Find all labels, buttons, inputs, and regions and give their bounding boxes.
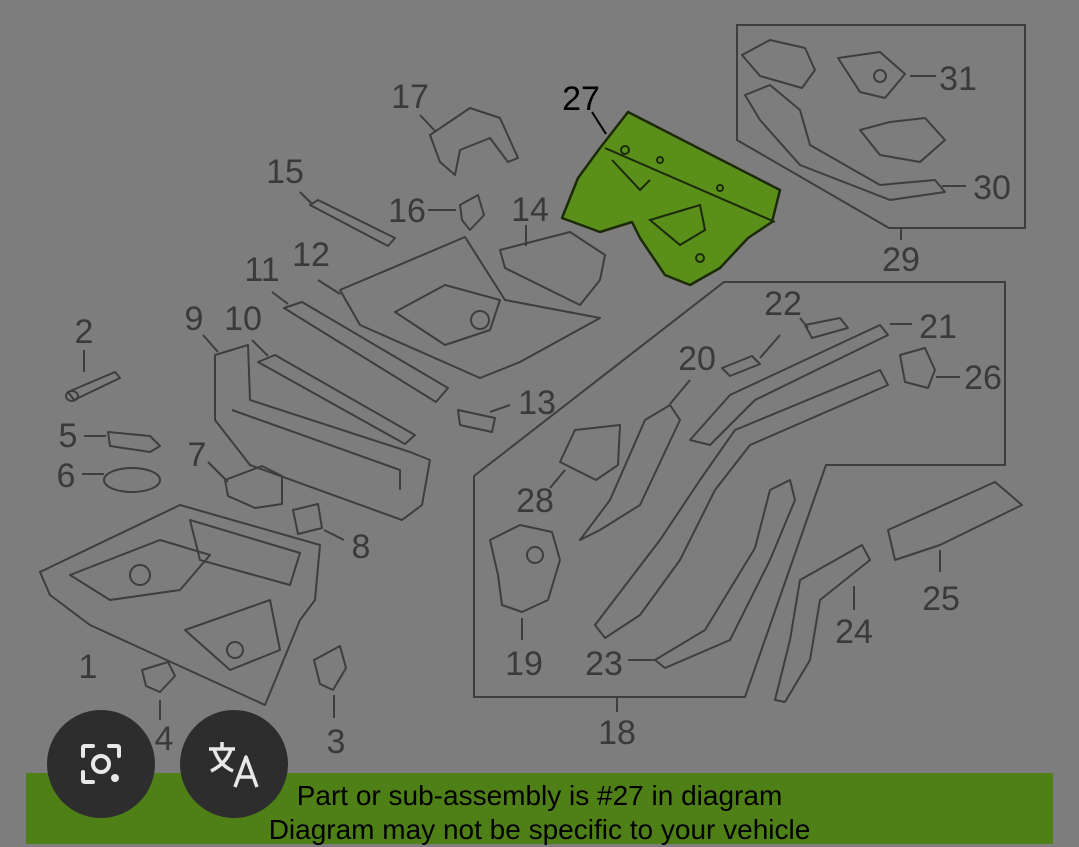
part-9-crossmember[interactable] xyxy=(202,334,431,521)
label-24: 24 xyxy=(835,613,873,651)
part-24-member[interactable] xyxy=(774,544,871,703)
part-22-bracket[interactable] xyxy=(799,317,849,339)
label-5: 5 xyxy=(59,417,78,455)
label-22: 22 xyxy=(764,285,802,323)
part-23-frame-rail[interactable] xyxy=(594,369,889,669)
part-4-clip[interactable] xyxy=(141,661,176,720)
label-21: 21 xyxy=(919,308,957,346)
label-28: 28 xyxy=(516,482,554,520)
label-12: 12 xyxy=(292,236,330,274)
label-9: 9 xyxy=(185,300,204,338)
part-2-bolt[interactable] xyxy=(65,350,121,402)
part-31-bracket[interactable] xyxy=(837,51,936,99)
label-3: 3 xyxy=(327,723,346,761)
label-29: 29 xyxy=(882,241,920,279)
label-20: 20 xyxy=(678,340,716,378)
banner-line-disclaimer: Diagram may not be specific to your vehi… xyxy=(268,814,811,845)
label-4: 4 xyxy=(155,720,174,758)
label-1: 1 xyxy=(79,648,98,686)
label-17: 17 xyxy=(391,78,429,116)
part-27-highlighted-assembly[interactable] xyxy=(560,110,782,287)
label-16: 16 xyxy=(388,192,426,230)
part-20-side-member[interactable] xyxy=(579,379,691,541)
label-2: 2 xyxy=(75,313,94,351)
label-11: 11 xyxy=(244,251,279,289)
label-6: 6 xyxy=(57,457,76,495)
part-1-floor-pan[interactable] xyxy=(39,504,321,706)
part-16-clip[interactable] xyxy=(428,194,485,231)
label-23: 23 xyxy=(585,645,623,683)
part-8-plate[interactable] xyxy=(292,503,345,541)
part-6-ring[interactable] xyxy=(82,467,161,493)
label-14: 14 xyxy=(511,191,549,229)
lens-search-button[interactable] xyxy=(47,710,155,818)
label-27: 27 xyxy=(562,80,600,118)
label-25: 25 xyxy=(922,580,960,618)
part-20-small-bracket[interactable] xyxy=(721,334,781,377)
part-21-long-rail[interactable] xyxy=(689,323,912,446)
part-12-rear-floor[interactable] xyxy=(317,236,601,379)
info-banner: Part or sub-assembly is #27 in diagram D… xyxy=(26,773,1053,845)
part-13-bracket[interactable] xyxy=(457,404,511,433)
group-box-29 xyxy=(736,24,1026,229)
part-28-bracket[interactable] xyxy=(549,424,621,489)
part-upper-rail-29[interactable] xyxy=(741,39,946,201)
translate-button[interactable] xyxy=(180,710,288,818)
label-8: 8 xyxy=(352,528,371,566)
label-19: 19 xyxy=(505,645,543,683)
banner-line-part-number: Part or sub-assembly is #27 in diagram xyxy=(296,780,783,811)
group-box-18 xyxy=(473,281,1006,698)
label-7: 7 xyxy=(188,436,207,474)
part-3-clip[interactable] xyxy=(313,645,347,718)
part-25-member[interactable] xyxy=(887,481,1023,572)
label-26: 26 xyxy=(964,359,1002,397)
label-18: 18 xyxy=(598,714,636,752)
label-13: 13 xyxy=(518,384,556,422)
part-11-rail[interactable] xyxy=(271,291,449,403)
part-7-bracket[interactable] xyxy=(207,461,283,509)
label-30: 30 xyxy=(973,169,1011,207)
camera-search-icon xyxy=(81,744,121,784)
part-14-brace[interactable] xyxy=(499,225,606,306)
label-31: 31 xyxy=(939,60,977,98)
part-15-strip[interactable] xyxy=(299,191,396,247)
translate-icon xyxy=(209,742,259,788)
part-19-mount[interactable] xyxy=(489,524,561,640)
part-5-bracket[interactable] xyxy=(84,431,161,453)
part-26-mount[interactable] xyxy=(899,347,960,389)
label-15: 15 xyxy=(266,153,304,191)
part-17-mount[interactable] xyxy=(419,107,519,176)
part-10-panel[interactable] xyxy=(251,339,416,445)
label-10: 10 xyxy=(224,300,262,338)
